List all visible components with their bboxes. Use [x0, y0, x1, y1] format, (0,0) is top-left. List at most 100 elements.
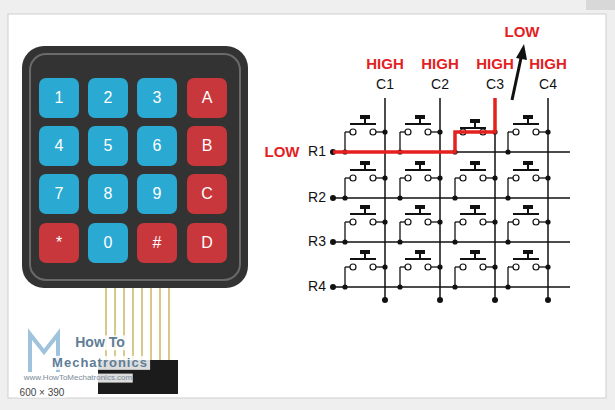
- watermark: Mechatronics: [50, 356, 150, 370]
- switch-contact: [425, 129, 431, 135]
- switch-button: [360, 115, 370, 119]
- switch-contact: [513, 264, 519, 270]
- switch-button: [523, 161, 533, 165]
- keypad-key: D: [187, 223, 227, 263]
- push-switch: [505, 205, 550, 245]
- push-switch: [452, 161, 497, 201]
- switch-button: [415, 115, 425, 119]
- switch-button: [523, 205, 533, 209]
- junction-dot: [382, 129, 387, 134]
- wire-dot: [492, 297, 498, 303]
- key-label: 4: [55, 138, 64, 154]
- push-switch: [452, 250, 497, 290]
- junction-dot: [397, 239, 402, 244]
- switch-lead: [454, 267, 455, 287]
- wire-dot: [330, 195, 336, 201]
- switch-contact: [350, 129, 356, 135]
- key-label: 9: [153, 186, 162, 202]
- switch-contact: [370, 175, 376, 181]
- junction-dot: [437, 129, 442, 134]
- switch-button: [470, 250, 480, 254]
- keypad-key: 9: [137, 174, 177, 214]
- switch-button: [470, 205, 480, 209]
- key-label: 6: [153, 138, 162, 154]
- junction-dot: [545, 175, 550, 180]
- push-switch: [397, 250, 442, 290]
- watermark: How To: [73, 335, 127, 350]
- switch-lead: [399, 132, 400, 152]
- keypad-key: B: [187, 126, 227, 166]
- junction-dot: [452, 195, 457, 200]
- push-switch: [342, 161, 387, 201]
- switch-lead: [344, 178, 345, 198]
- push-switch: [397, 161, 442, 201]
- switch-lead: [400, 131, 405, 132]
- column-name: C3: [486, 77, 504, 92]
- key-label: #: [153, 235, 162, 251]
- junction-dot: [492, 219, 497, 224]
- junction-dot: [342, 239, 347, 244]
- key-label: 1: [55, 90, 64, 106]
- switch-contact: [350, 175, 356, 181]
- key-label: B: [202, 138, 213, 154]
- switch-contact: [480, 219, 486, 225]
- switch-lead: [399, 178, 400, 198]
- column-name: C4: [539, 77, 557, 92]
- row-wire: [333, 241, 570, 243]
- switch-button: [415, 250, 425, 254]
- keypad-key: 2: [88, 78, 128, 118]
- switch-button: [523, 250, 533, 254]
- signal-level: LOW: [265, 144, 300, 161]
- switch-contact: [425, 219, 431, 225]
- wire-dot: [545, 297, 551, 303]
- signal-level: HIGH: [476, 56, 514, 73]
- switch-button: [360, 250, 370, 254]
- keypad-key: #: [137, 223, 177, 263]
- switch-lead: [399, 222, 400, 242]
- switch-lead: [400, 221, 405, 222]
- switch-plunger: [405, 258, 431, 260]
- junction-dot: [437, 264, 442, 269]
- switch-contact: [533, 129, 539, 135]
- switch-plunger: [350, 123, 376, 125]
- column-name: C2: [431, 77, 449, 92]
- switch-lead: [508, 266, 513, 267]
- switch-lead: [454, 178, 455, 198]
- column-wire: [547, 98, 549, 300]
- row-name: R2: [308, 190, 326, 205]
- column-wire: [439, 98, 441, 300]
- junction-dot: [492, 264, 497, 269]
- keypad-key: C: [187, 174, 227, 214]
- switch-lead: [455, 177, 460, 178]
- switch-contact: [533, 175, 539, 181]
- junction-dot: [382, 175, 387, 180]
- junction-dot: [545, 129, 550, 134]
- switch-contact: [425, 175, 431, 181]
- keypad-key: A: [187, 78, 227, 118]
- wire-dot: [330, 284, 336, 290]
- key-label: C: [201, 186, 213, 202]
- image-dimensions: 600 × 390: [18, 387, 67, 398]
- switch-contact: [513, 175, 519, 181]
- junction-dot: [452, 284, 457, 289]
- switch-contact: [405, 175, 411, 181]
- junction-dot: [342, 284, 347, 289]
- key-label: 5: [104, 138, 113, 154]
- switch-plunger: [405, 169, 431, 171]
- key-label: 2: [104, 90, 113, 106]
- row-wire: [333, 197, 570, 199]
- switch-contact: [350, 264, 356, 270]
- watermark-url: www.HowToMechatronics.com: [23, 374, 133, 383]
- wire-dot: [437, 297, 443, 303]
- switch-contact: [460, 175, 466, 181]
- switch-button: [415, 205, 425, 209]
- junction-dot: [505, 239, 510, 244]
- row-name: R4: [308, 279, 326, 294]
- switch-button: [360, 161, 370, 165]
- switch-lead: [507, 222, 508, 242]
- switch-button: [360, 205, 370, 209]
- switch-button: [415, 161, 425, 165]
- column-wire: [384, 98, 386, 300]
- switch-contact: [370, 264, 376, 270]
- switch-lead: [507, 267, 508, 287]
